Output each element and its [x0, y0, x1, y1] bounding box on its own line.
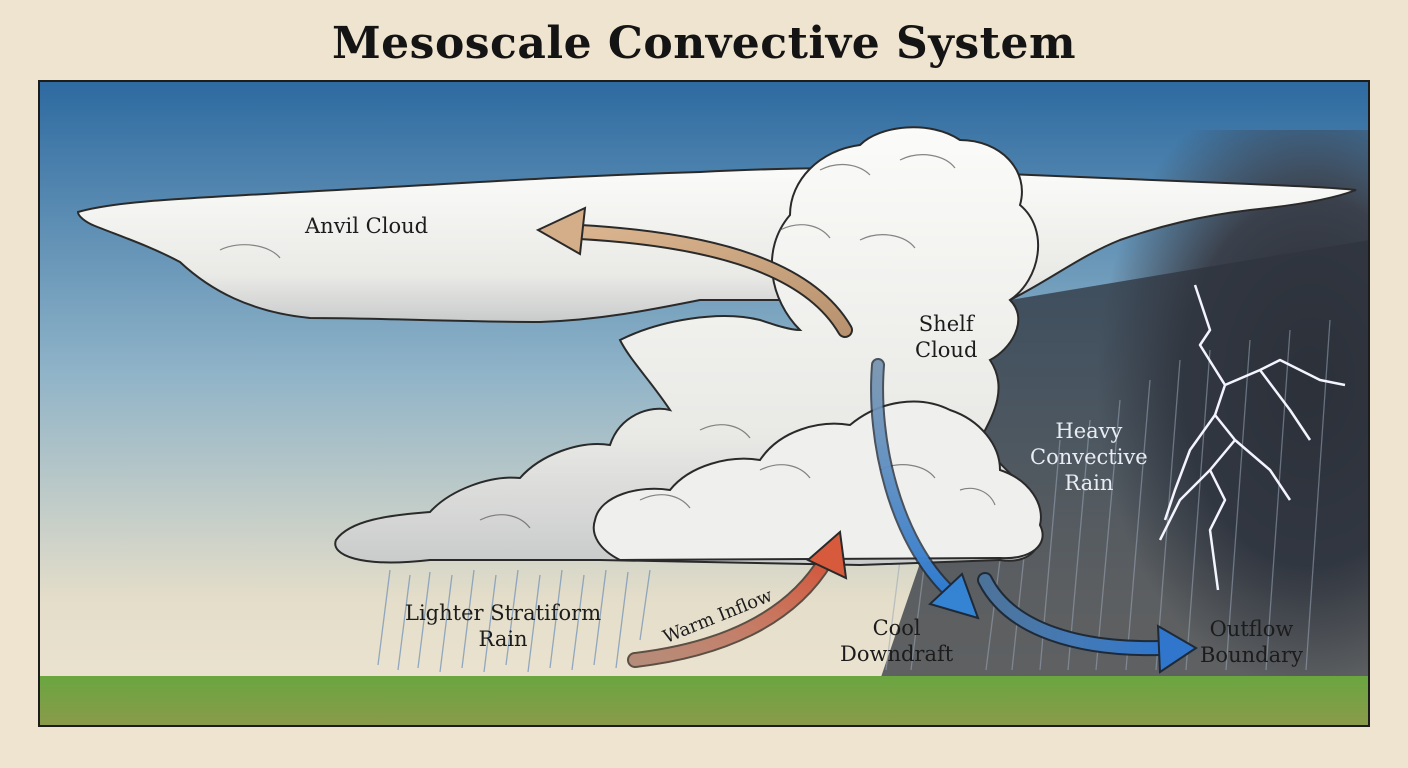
cloud-puff-details — [219, 154, 996, 529]
heavy-rain — [885, 319, 1331, 671]
label-stratiform-line2: Rain — [478, 627, 528, 651]
stratiform-rain — [377, 569, 651, 673]
label-shelf-cloud: Shelf Cloud — [915, 311, 977, 363]
label-shelf-line1: Shelf — [918, 312, 974, 336]
shelf-cloud-base — [592, 400, 1044, 562]
label-cool-line2: Downdraft — [840, 642, 954, 666]
label-shelf-line2: Cloud — [915, 338, 978, 362]
label-stratiform-line1: Lighter Stratiform — [405, 601, 602, 625]
label-heavy-line3: Rain — [1064, 471, 1114, 495]
label-cool-line1: Cool — [872, 616, 921, 640]
anvil-arrow-head — [535, 206, 587, 256]
label-outflow-line2: Boundary — [1200, 643, 1303, 667]
label-cool-downdraft: Cool Downdraft — [840, 615, 953, 667]
label-anvil-cloud-text: Anvil Cloud — [305, 214, 429, 238]
label-heavy-line2: Convective — [1030, 445, 1148, 469]
diagram-frame — [38, 80, 1370, 727]
label-outflow-boundary: Outflow Boundary — [1200, 616, 1303, 668]
label-anvil-cloud: Anvil Cloud — [305, 213, 428, 239]
label-stratiform-rain: Lighter Stratiform Rain — [405, 600, 601, 652]
warm-arrow-head — [806, 530, 848, 580]
label-heavy-convective-rain: Heavy Convective Rain — [1030, 418, 1148, 496]
diagram-title: Mesoscale Convective System — [331, 18, 1077, 69]
label-heavy-line1: Heavy — [1055, 419, 1123, 443]
label-outflow-line1: Outflow — [1209, 617, 1294, 641]
lightning-bolt — [1158, 284, 1346, 591]
cool-arrow-head — [928, 572, 980, 620]
outflow-arrow-head — [1156, 624, 1198, 674]
ground — [39, 676, 1369, 726]
